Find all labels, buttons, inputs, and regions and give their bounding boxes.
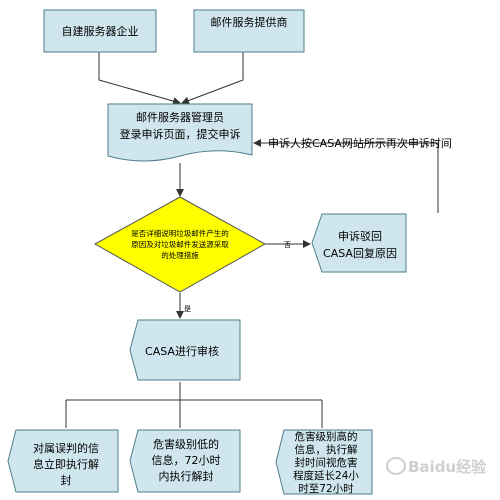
watermark-text: Baidu经验 <box>408 458 487 476</box>
node-outcome2-line1: 危害级别低的 <box>153 437 219 451</box>
node-outcome-misjudged: 对属误判的信 息立即执行解 封 <box>7 429 119 493</box>
node-decision: 是否详细说明垃圾邮件产生的 原因及对垃圾邮件发送源采取 的处理措施 <box>93 196 267 293</box>
node-outcome3-line2: 信息，执行解 <box>295 443 358 456</box>
node-outcome1-line1: 对属误判的信 <box>33 441 99 455</box>
node-admin-document: 邮件服务器管理员 登录申诉页面，提交申诉 <box>107 103 253 162</box>
watermark-logo: Baidu经验 <box>386 457 487 476</box>
node-outcome3-line3: 封时间视危害 <box>295 456 358 469</box>
connector-self-hosted <box>98 52 181 105</box>
node-reject: 申诉驳回 CASA回复原因 <box>311 213 407 273</box>
node-outcome3-line5: 时至72小时 <box>298 483 354 495</box>
node-outcome3-line4: 程度延长24小 <box>293 469 359 482</box>
node-outcome2-line3: 内执行解封 <box>159 469 214 483</box>
node-reject-line1: 申诉驳回 <box>338 230 382 243</box>
node-decision-line3: 的处理措施 <box>161 250 199 260</box>
node-mail-provider-text: 邮件服务提供商 <box>211 15 288 29</box>
node-outcome-low-risk: 危害级别低的 信息，72小时 内执行解封 <box>129 429 241 493</box>
connector-mail-provider <box>181 52 244 105</box>
node-mail-provider: 邮件服务提供商 <box>193 9 305 53</box>
node-outcome1-line3: 封 <box>61 473 72 487</box>
node-outcome2-line2: 信息，72小时 <box>152 453 221 467</box>
label-resubmit: 申诉人按CASA网站所示再次申诉时间 <box>268 136 452 150</box>
label-yes: 是 <box>184 305 191 313</box>
label-no: 否 <box>284 241 291 249</box>
node-review: CASA进行审核 <box>129 319 241 381</box>
node-decision-line1: 是否详细说明垃圾邮件产生的 <box>131 228 229 238</box>
node-reject-line2: CASA回复原因 <box>323 246 397 260</box>
node-outcome1-line2: 息立即执行解 <box>33 457 99 471</box>
node-self-hosted: 自建服务器企业 <box>43 9 157 53</box>
node-admin-line1: 邮件服务器管理员 <box>136 110 224 124</box>
node-decision-line2: 原因及对垃圾邮件发送源采取 <box>131 239 229 249</box>
node-admin-line2: 登录申诉页面，提交申诉 <box>120 127 241 141</box>
connectors <box>65 52 439 428</box>
connector-resubmit <box>253 139 439 213</box>
node-self-hosted-text: 自建服务器企业 <box>62 24 139 38</box>
node-review-text: CASA进行审核 <box>145 344 219 358</box>
node-outcome-high-risk: 危害级别高的 信息，执行解 封时间视危害 程度延长24小 时至72小时 <box>275 429 373 495</box>
node-outcome3-line1: 危害级别高的 <box>295 430 358 443</box>
